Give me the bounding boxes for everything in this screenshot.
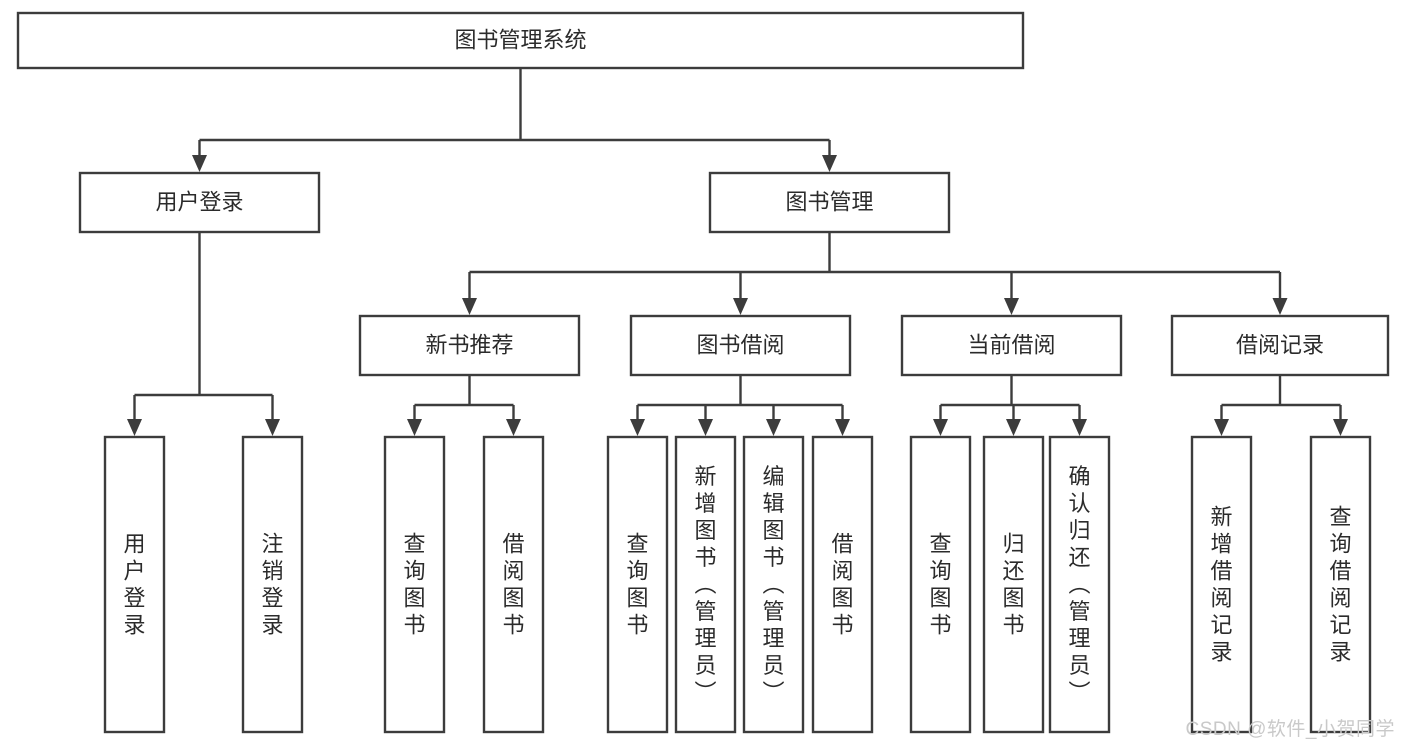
node-book-borrow[interactable]: 图书借阅 [629, 314, 852, 377]
arrow-head-leaf-borrow-book-1 [506, 419, 521, 436]
node-borrow-record[interactable]: 借阅记录 [1170, 314, 1390, 377]
node-label-leaf-return-book: 归还图书 [1002, 532, 1024, 638]
node-user-login[interactable]: 用户登录 [78, 171, 321, 234]
node-leaf-return-book[interactable]: 归还图书 [982, 435, 1045, 734]
node-leaf-user-logout[interactable]: 注销登录 [241, 435, 304, 734]
node-label-leaf-query-record: 查询借阅记录 [1329, 505, 1351, 665]
node-label-user-login: 用户登录 [155, 189, 243, 214]
node-leaf-edit-book[interactable]: 编辑图书︵管理员︶ [742, 435, 805, 734]
arrow-head-leaf-confirm-return [1072, 419, 1087, 436]
arrow-head-leaf-add-record [1214, 419, 1229, 436]
node-box-book-borrow[interactable] [629, 314, 852, 377]
node-leaf-query-book-1[interactable]: 查询图书 [383, 435, 446, 734]
node-current-borrow[interactable]: 当前借阅 [900, 314, 1123, 377]
node-label-new-book-recommend: 新书推荐 [425, 332, 513, 357]
arrow-head-leaf-query-record [1333, 419, 1348, 436]
node-box-leaf-return-book[interactable] [982, 435, 1045, 734]
node-leaf-query-record[interactable]: 查询借阅记录 [1309, 435, 1372, 734]
node-box-leaf-user-login[interactable] [103, 435, 166, 734]
node-label-borrow-record: 借阅记录 [1236, 332, 1324, 357]
node-book-manage[interactable]: 图书管理 [708, 171, 951, 234]
node-box-leaf-query-book-3[interactable] [909, 435, 972, 734]
node-label-leaf-borrow-book-1: 借阅图书 [502, 532, 524, 638]
node-box-new-book-recommend[interactable] [358, 314, 581, 377]
arrow-head-leaf-user-login [127, 419, 142, 436]
arrow-head-borrow-record [1272, 298, 1288, 315]
node-leaf-query-book-3[interactable]: 查询图书 [909, 435, 972, 734]
node-box-leaf-edit-book[interactable] [742, 435, 805, 734]
arrow-head-leaf-edit-book [766, 419, 781, 436]
arrow-head-leaf-borrow-book-2 [835, 419, 850, 436]
node-layer: 图书管理系统用户登录图书管理新书推荐图书借阅当前借阅借阅记录用户登录注销登录查询… [16, 11, 1390, 734]
node-label-current-borrow: 当前借阅 [967, 332, 1055, 357]
arrow-head-leaf-query-book-1 [407, 419, 422, 436]
node-box-leaf-confirm-return[interactable] [1048, 435, 1111, 734]
connector-layer [127, 68, 1348, 436]
node-label-leaf-query-book-2: 查询图书 [626, 532, 648, 638]
node-label-leaf-user-logout: 注销登录 [261, 532, 283, 638]
node-label-leaf-user-login: 用户登录 [123, 532, 145, 638]
node-box-current-borrow[interactable] [900, 314, 1123, 377]
arrow-head-user-login [192, 155, 207, 172]
node-label-book-borrow: 图书借阅 [696, 332, 784, 357]
node-leaf-borrow-book-1[interactable]: 借阅图书 [482, 435, 545, 734]
node-box-leaf-query-book-1[interactable] [383, 435, 446, 734]
node-label-leaf-query-book-3: 查询图书 [929, 532, 951, 638]
node-box-leaf-borrow-book-1[interactable] [482, 435, 545, 734]
node-box-borrow-record[interactable] [1170, 314, 1390, 377]
arrow-head-leaf-query-book-2 [630, 419, 645, 436]
node-box-leaf-query-record[interactable] [1309, 435, 1372, 734]
node-label-leaf-add-record: 新增借阅记录 [1210, 505, 1232, 665]
arrow-head-leaf-return-book [1006, 419, 1021, 436]
arrow-head-leaf-add-book [698, 419, 713, 436]
arrow-head-leaf-query-book-3 [933, 419, 948, 436]
node-box-leaf-borrow-book-2[interactable] [811, 435, 874, 734]
node-box-root[interactable] [16, 11, 1025, 70]
node-root[interactable]: 图书管理系统 [16, 11, 1025, 70]
node-leaf-borrow-book-2[interactable]: 借阅图书 [811, 435, 874, 734]
watermark-label: CSDN @软件_小贺同学 [1185, 719, 1395, 740]
node-box-user-login[interactable] [78, 171, 321, 234]
node-box-leaf-add-record[interactable] [1190, 435, 1253, 734]
node-leaf-confirm-return[interactable]: 确认归还︵管理员︶ [1048, 435, 1111, 734]
node-new-book-recommend[interactable]: 新书推荐 [358, 314, 581, 377]
node-leaf-user-login[interactable]: 用户登录 [103, 435, 166, 734]
node-box-leaf-user-logout[interactable] [241, 435, 304, 734]
node-box-leaf-query-book-2[interactable] [606, 435, 669, 734]
arrow-head-book-manage [822, 155, 837, 172]
node-label-root: 图书管理系统 [454, 27, 586, 52]
node-label-leaf-query-book-1: 查询图书 [403, 532, 425, 638]
arrow-head-leaf-user-logout [265, 419, 280, 436]
node-box-book-manage[interactable] [708, 171, 951, 234]
node-label-leaf-borrow-book-2: 借阅图书 [831, 532, 853, 638]
arrow-head-new-book-recommend [462, 298, 477, 315]
node-leaf-add-record[interactable]: 新增借阅记录 [1190, 435, 1253, 734]
node-label-leaf-add-book: 新增图书︵管理员︶ [694, 464, 716, 705]
node-label-leaf-edit-book: 编辑图书︵管理员︶ [762, 464, 784, 705]
node-label-book-manage: 图书管理 [785, 189, 873, 214]
node-leaf-query-book-2[interactable]: 查询图书 [606, 435, 669, 734]
arrow-head-book-borrow [733, 298, 748, 315]
node-label-leaf-confirm-return: 确认归还︵管理员︶ [1068, 464, 1090, 705]
node-leaf-add-book[interactable]: 新增图书︵管理员︶ [674, 435, 737, 734]
arrow-head-current-borrow [1004, 298, 1019, 315]
node-box-leaf-add-book[interactable] [674, 435, 737, 734]
